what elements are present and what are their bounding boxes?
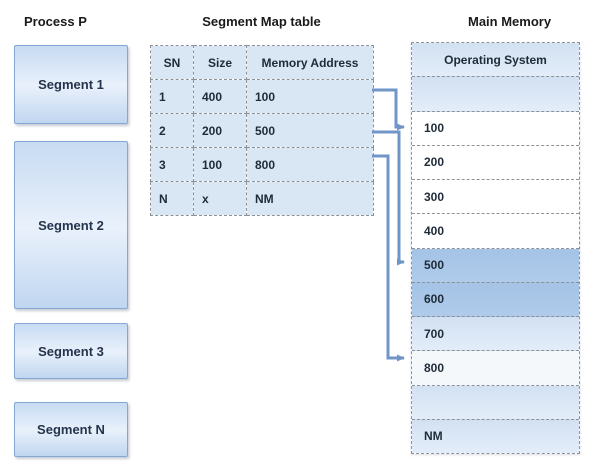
table-row: 1 400 100 (150, 79, 374, 114)
cell-address: 100 (246, 79, 374, 114)
memory-cell-400: 400 (412, 214, 579, 249)
cell-size: 100 (193, 147, 247, 182)
memory-cell-600: 600 (412, 282, 579, 317)
segment-map-table: SN Size Memory Address 1 400 100 2 200 5… (150, 45, 374, 216)
cell-size: x (193, 181, 247, 216)
mapping-arrow-1-icon (372, 88, 405, 131)
memory-cell-empty (412, 77, 579, 112)
cell-address: 800 (246, 147, 374, 182)
header-sn: SN (150, 45, 194, 80)
memory-cell-700: 700 (412, 317, 579, 352)
table-row: 3 100 800 (150, 147, 374, 182)
header-size: Size (193, 45, 247, 80)
cell-sn: N (150, 181, 194, 216)
memory-cell-800: 800 (412, 351, 579, 386)
cell-size: 200 (193, 113, 247, 148)
table-row: N x NM (150, 181, 374, 216)
main-memory-title: Main Memory (468, 14, 552, 29)
cell-sn: 3 (150, 147, 194, 182)
memory-cell-nm: NM (412, 419, 579, 453)
cell-sn: 2 (150, 113, 194, 148)
mapping-arrow-2-icon (372, 130, 405, 266)
cell-size: 400 (193, 79, 247, 114)
segment-map-title: Segment Map table (202, 14, 321, 29)
table-header-row: SN Size Memory Address (150, 45, 374, 80)
cell-sn: 1 (150, 79, 194, 114)
segment-box-3: Segment 3 (14, 323, 128, 379)
segment-box-1: Segment 1 (14, 45, 128, 124)
table-row: 2 200 500 (150, 113, 374, 148)
memory-cell-300: 300 (412, 180, 579, 215)
segment-box-n: Segment N (14, 402, 128, 457)
cell-address: 500 (246, 113, 374, 148)
memory-cell-500: 500 (412, 248, 579, 283)
memory-cell-os: Operating System (412, 43, 579, 78)
header-memory-address: Memory Address (246, 45, 374, 80)
mapping-arrow-3-icon (372, 154, 405, 362)
memory-cell-200: 200 (412, 145, 579, 180)
process-title: Process P (24, 14, 87, 29)
segment-box-2: Segment 2 (14, 141, 128, 309)
memory-cell-100: 100 (412, 111, 579, 146)
main-memory-column: Operating System 100 200 300 400 500 600… (411, 42, 580, 454)
memory-cell-empty-2 (412, 385, 579, 420)
cell-address: NM (246, 181, 374, 216)
